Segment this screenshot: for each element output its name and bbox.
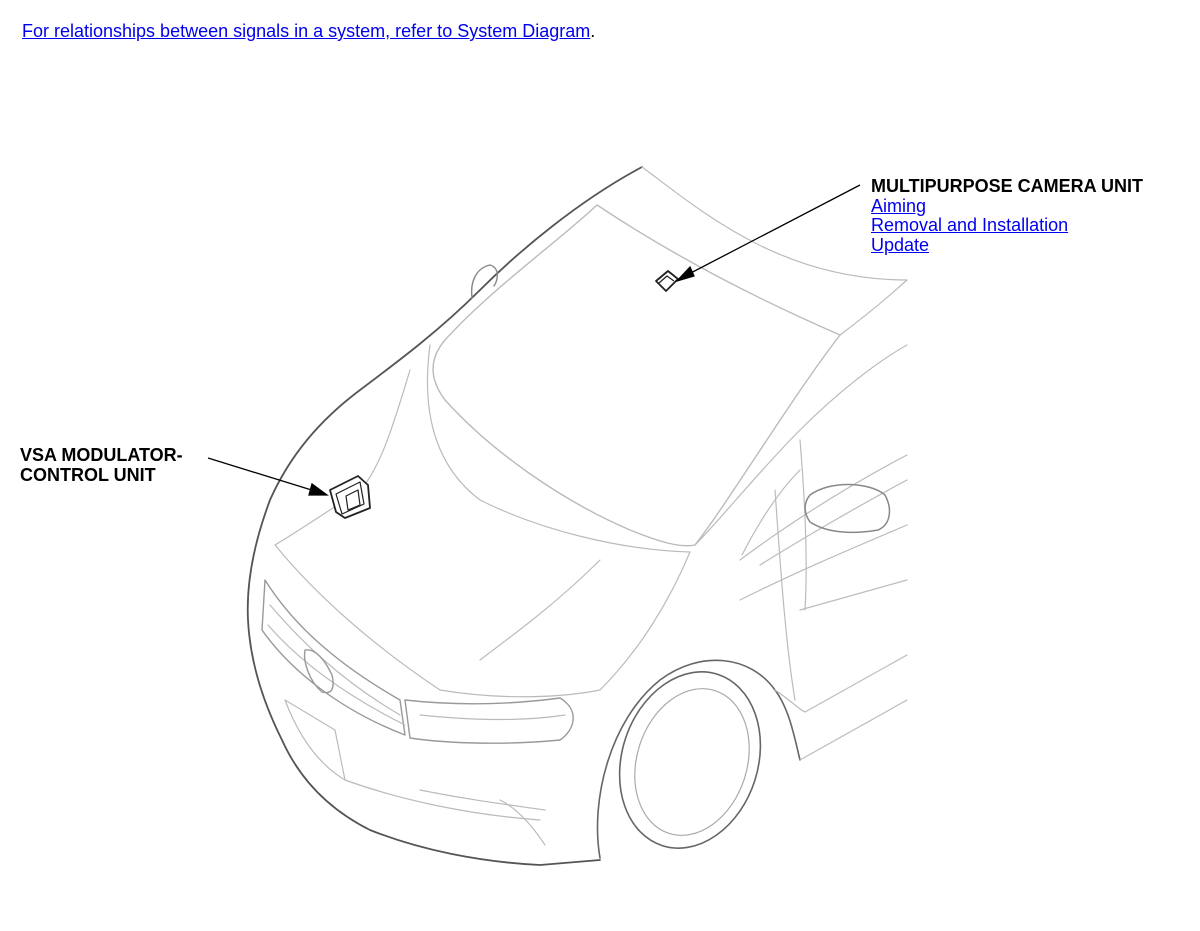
system-diagram-note: For relationships between signals in a s… (22, 20, 595, 42)
headlight (404, 697, 574, 744)
emblem (303, 649, 334, 694)
camera-unit-title: MULTIPURPOSE CAMERA UNIT (871, 176, 1143, 196)
wheel-arch (596, 659, 801, 859)
vsa-unit-title-line1: VSA MODULATOR- (20, 445, 183, 465)
side-mirror (804, 483, 891, 534)
vsa-unit-callout: VSA MODULATOR- CONTROL UNIT (20, 445, 183, 485)
vsa-leader-line (207, 457, 329, 496)
front-wheel-rim (634, 688, 750, 836)
car-body-outline (246, 166, 643, 866)
vsa-unit-component (329, 475, 371, 519)
note-period: . (590, 21, 596, 41)
aiming-link[interactable]: Aiming (871, 195, 927, 216)
front-grille (261, 579, 406, 736)
vsa-unit-title-line2: CONTROL UNIT (20, 464, 156, 485)
camera-leader-line (674, 184, 861, 283)
system-diagram-link[interactable]: For relationships between signals in a s… (22, 21, 591, 41)
lower-bumper (284, 699, 541, 821)
camera-unit-component (655, 270, 679, 292)
hood-outline (274, 369, 411, 546)
camera-unit-callout: MULTIPURPOSE CAMERA UNIT Aiming Removal … (871, 176, 1143, 255)
wiper-pivot (470, 264, 498, 299)
update-link[interactable]: Update (871, 234, 930, 255)
front-wheel (618, 671, 762, 849)
removal-installation-link[interactable]: Removal and Installation (871, 215, 1069, 235)
windshield (432, 204, 841, 547)
